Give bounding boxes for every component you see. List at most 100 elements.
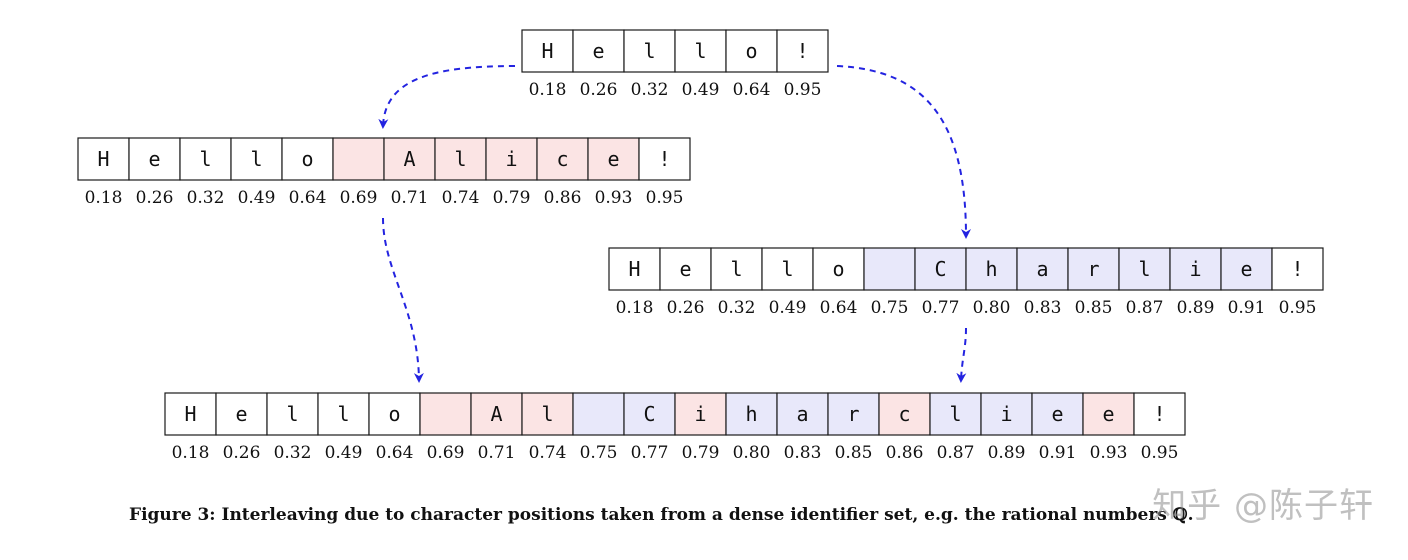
position-label: 0.64 — [820, 298, 858, 318]
position-label: 0.79 — [682, 443, 720, 463]
position-label: 0.75 — [580, 443, 618, 463]
char-label: e — [1102, 402, 1114, 426]
char-cell — [1220, 247, 1273, 291]
char-cell — [128, 137, 181, 181]
char-cell — [1031, 392, 1084, 436]
position-label: 0.71 — [478, 443, 516, 463]
char-label: A — [403, 147, 415, 171]
char-cell — [812, 247, 865, 291]
char-label: l — [250, 147, 262, 171]
char-cell — [623, 392, 676, 436]
char-cell — [383, 137, 436, 181]
char-label: r — [847, 402, 859, 426]
char-label: l — [337, 402, 349, 426]
position-label: 0.83 — [784, 443, 822, 463]
position-label: 0.77 — [631, 443, 669, 463]
char-cell — [725, 29, 778, 73]
char-cell — [572, 392, 625, 436]
char-label: l — [286, 402, 298, 426]
char-label: l — [199, 147, 211, 171]
char-cell — [434, 137, 487, 181]
char-label: C — [934, 257, 946, 281]
position-label: 0.86 — [886, 443, 924, 463]
position-label: 0.18 — [529, 80, 567, 100]
char-cell — [1016, 247, 1069, 291]
arrow-charlie-to-merged — [956, 327, 967, 383]
char-cell — [230, 137, 283, 181]
char-cell — [776, 392, 829, 436]
position-label: 0.69 — [340, 188, 378, 208]
position-label: 0.89 — [1177, 298, 1215, 318]
char-cell — [164, 392, 217, 436]
char-cell — [761, 247, 814, 291]
arrow-hello-to-charlie — [836, 65, 971, 239]
char-label: h — [745, 402, 757, 426]
char-cell — [608, 247, 661, 291]
position-label: 0.85 — [1075, 298, 1113, 318]
position-label: 0.87 — [937, 443, 975, 463]
position-label: 0.69 — [427, 443, 465, 463]
char-cell — [317, 392, 370, 436]
position-label: 0.32 — [274, 443, 312, 463]
char-label: o — [301, 147, 313, 171]
position-label: 0.26 — [580, 80, 618, 100]
char-cell — [1118, 247, 1171, 291]
char-label: A — [490, 402, 502, 426]
arrow-alice-to-merged — [382, 217, 424, 383]
position-label: 0.85 — [835, 443, 873, 463]
position-label: 0.32 — [631, 80, 669, 100]
char-label: o — [832, 257, 844, 281]
char-label: a — [1036, 257, 1048, 281]
char-label: H — [541, 39, 553, 63]
position-label: 0.64 — [289, 188, 327, 208]
char-label: c — [898, 402, 910, 426]
position-label: 0.18 — [172, 443, 210, 463]
char-cell — [521, 29, 574, 73]
char-cell — [1271, 247, 1324, 291]
char-label: a — [796, 402, 808, 426]
char-label: H — [97, 147, 109, 171]
position-label: 0.75 — [871, 298, 909, 318]
position-label: 0.95 — [1141, 443, 1179, 463]
char-cell — [1169, 247, 1222, 291]
char-label: e — [148, 147, 160, 171]
position-label: 0.32 — [187, 188, 225, 208]
char-cell — [485, 137, 538, 181]
watermark: 知乎 @陈子轩 — [1152, 486, 1374, 526]
char-label: l — [541, 402, 553, 426]
char-label: e — [607, 147, 619, 171]
position-label: 0.26 — [136, 188, 174, 208]
position-label: 0.49 — [325, 443, 363, 463]
sequences-layer: H 0.18 e 0.26 l 0.32 l 0.49 o 0.64! 0.95 H 0.18 e 0.26… — [77, 29, 1324, 463]
char-label: h — [985, 257, 997, 281]
char-label: e — [1051, 402, 1063, 426]
char-label: e — [592, 39, 604, 63]
position-label: 0.91 — [1039, 443, 1077, 463]
position-label: 0.26 — [667, 298, 705, 318]
char-label: e — [1240, 257, 1252, 281]
position-label: 0.74 — [529, 443, 567, 463]
position-label: 0.18 — [85, 188, 123, 208]
position-label: 0.93 — [595, 188, 633, 208]
char-label: ! — [1153, 402, 1165, 426]
position-label: 0.87 — [1126, 298, 1164, 318]
char-label: e — [235, 402, 247, 426]
position-label: 0.49 — [238, 188, 276, 208]
char-cell — [470, 392, 523, 436]
char-cell — [914, 247, 967, 291]
position-label: 0.49 — [682, 80, 720, 100]
char-cell — [587, 137, 640, 181]
char-cell — [776, 29, 829, 73]
char-cell — [863, 247, 916, 291]
position-label: 0.95 — [1279, 298, 1317, 318]
position-label: 0.79 — [493, 188, 531, 208]
position-label: 0.95 — [646, 188, 684, 208]
position-label: 0.74 — [442, 188, 480, 208]
position-label: 0.89 — [988, 443, 1026, 463]
char-label: i — [1189, 257, 1201, 281]
position-label: 0.26 — [223, 443, 261, 463]
position-label: 0.77 — [922, 298, 960, 318]
char-label: o — [745, 39, 757, 63]
char-cell — [368, 392, 421, 436]
